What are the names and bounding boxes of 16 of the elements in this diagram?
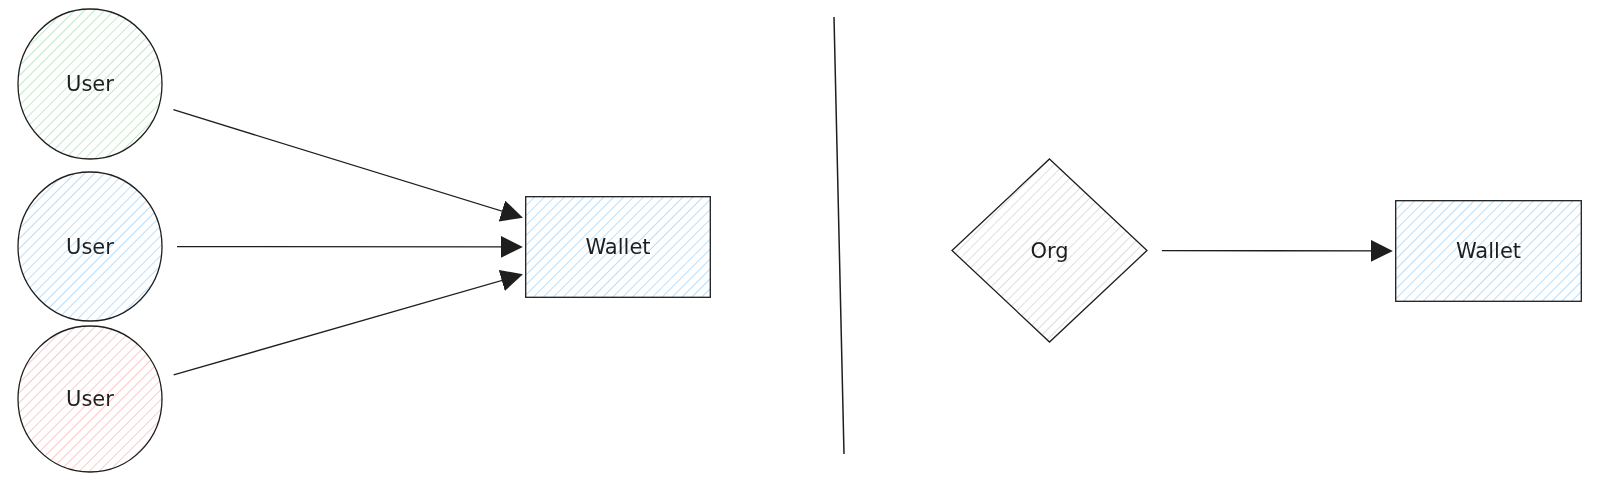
ellipse-node — [17, 171, 163, 322]
node-label: User — [66, 234, 114, 259]
decision-diamond — [951, 158, 1148, 343]
process-box — [525, 196, 711, 298]
ellipse-node — [17, 8, 163, 160]
ellipse-node — [17, 325, 163, 473]
node-label: Wallet — [1455, 239, 1522, 263]
process-box — [1395, 200, 1582, 302]
arrow — [173, 269, 523, 376]
arrow — [176, 235, 523, 258]
arrow — [172, 109, 523, 222]
node-label: Wallet — [585, 235, 651, 259]
node-label: User — [66, 387, 114, 411]
node-label: User — [66, 72, 114, 96]
arrow — [1161, 239, 1393, 262]
node-label: Org — [1030, 238, 1069, 263]
